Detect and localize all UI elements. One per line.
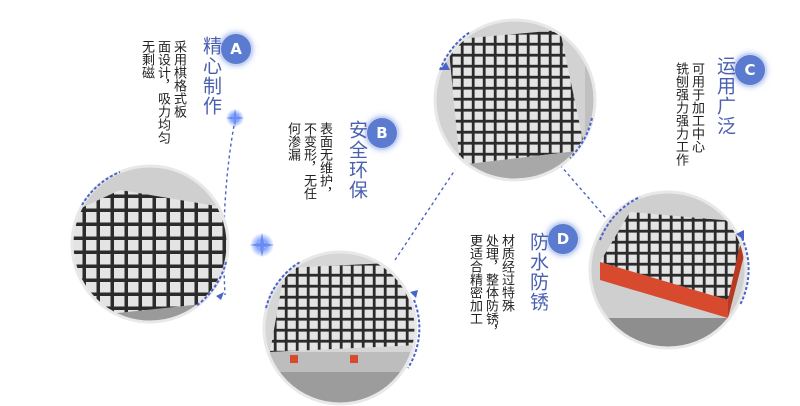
feature-b-desc: 表面无维护，不变形，无任何渗漏 <box>284 122 332 200</box>
feature-d-desc-line-2: 处理，整体防锈， <box>483 234 498 338</box>
feature-d-desc-line-1: 材质经过特殊 <box>499 234 514 312</box>
connector-lines <box>223 119 613 296</box>
badge-c: C <box>735 55 765 85</box>
feature-b-desc-line-3: 何渗漏 <box>285 122 300 161</box>
sparkle-icon <box>226 109 244 127</box>
badge-b: B <box>367 118 397 148</box>
product-photo-4 <box>588 190 750 350</box>
feature-b-desc-line-1: 表面无维护， <box>317 122 332 200</box>
product-photo-3 <box>433 18 597 182</box>
connector-a-b <box>223 119 236 296</box>
feature-c-desc-line-1: 可用于加工中心 <box>689 62 704 153</box>
feature-a-desc: 采用棋格式板面设计，吸力均匀无剩磁 <box>138 40 186 144</box>
feature-a-desc-line-3: 无剩磁 <box>139 40 154 79</box>
feature-b-desc-line-2: 不变形，无任 <box>301 122 316 200</box>
connector-b-c <box>394 169 456 261</box>
feature-d-desc-line-3: 更适合精密加工 <box>467 234 482 325</box>
feature-c-title: 运用广泛 <box>714 56 736 136</box>
feature-c-desc-line-2: 铣刨强力强力工作 <box>673 62 688 166</box>
connector-c-d <box>559 164 613 226</box>
sparkle-icon <box>250 233 274 257</box>
feature-d-desc: 材质经过特殊处理，整体防锈，更适合精密加工 <box>466 234 514 338</box>
feature-a-desc-line-2: 面设计，吸力均匀 <box>155 40 170 144</box>
feature-d-title: 防水防锈 <box>527 232 549 312</box>
feature-a-desc-line-1: 采用棋格式板 <box>171 40 186 118</box>
product-photo-2 <box>262 250 421 406</box>
feature-b-title: 安全环保 <box>346 120 368 200</box>
badge-d: D <box>548 224 578 254</box>
feature-c-desc: 可用于加工中心铣刨强力强力工作 <box>672 62 704 166</box>
feature-a-title: 精心制作 <box>200 36 222 116</box>
product-photo-1 <box>70 164 230 324</box>
badge-a: A <box>221 34 251 64</box>
